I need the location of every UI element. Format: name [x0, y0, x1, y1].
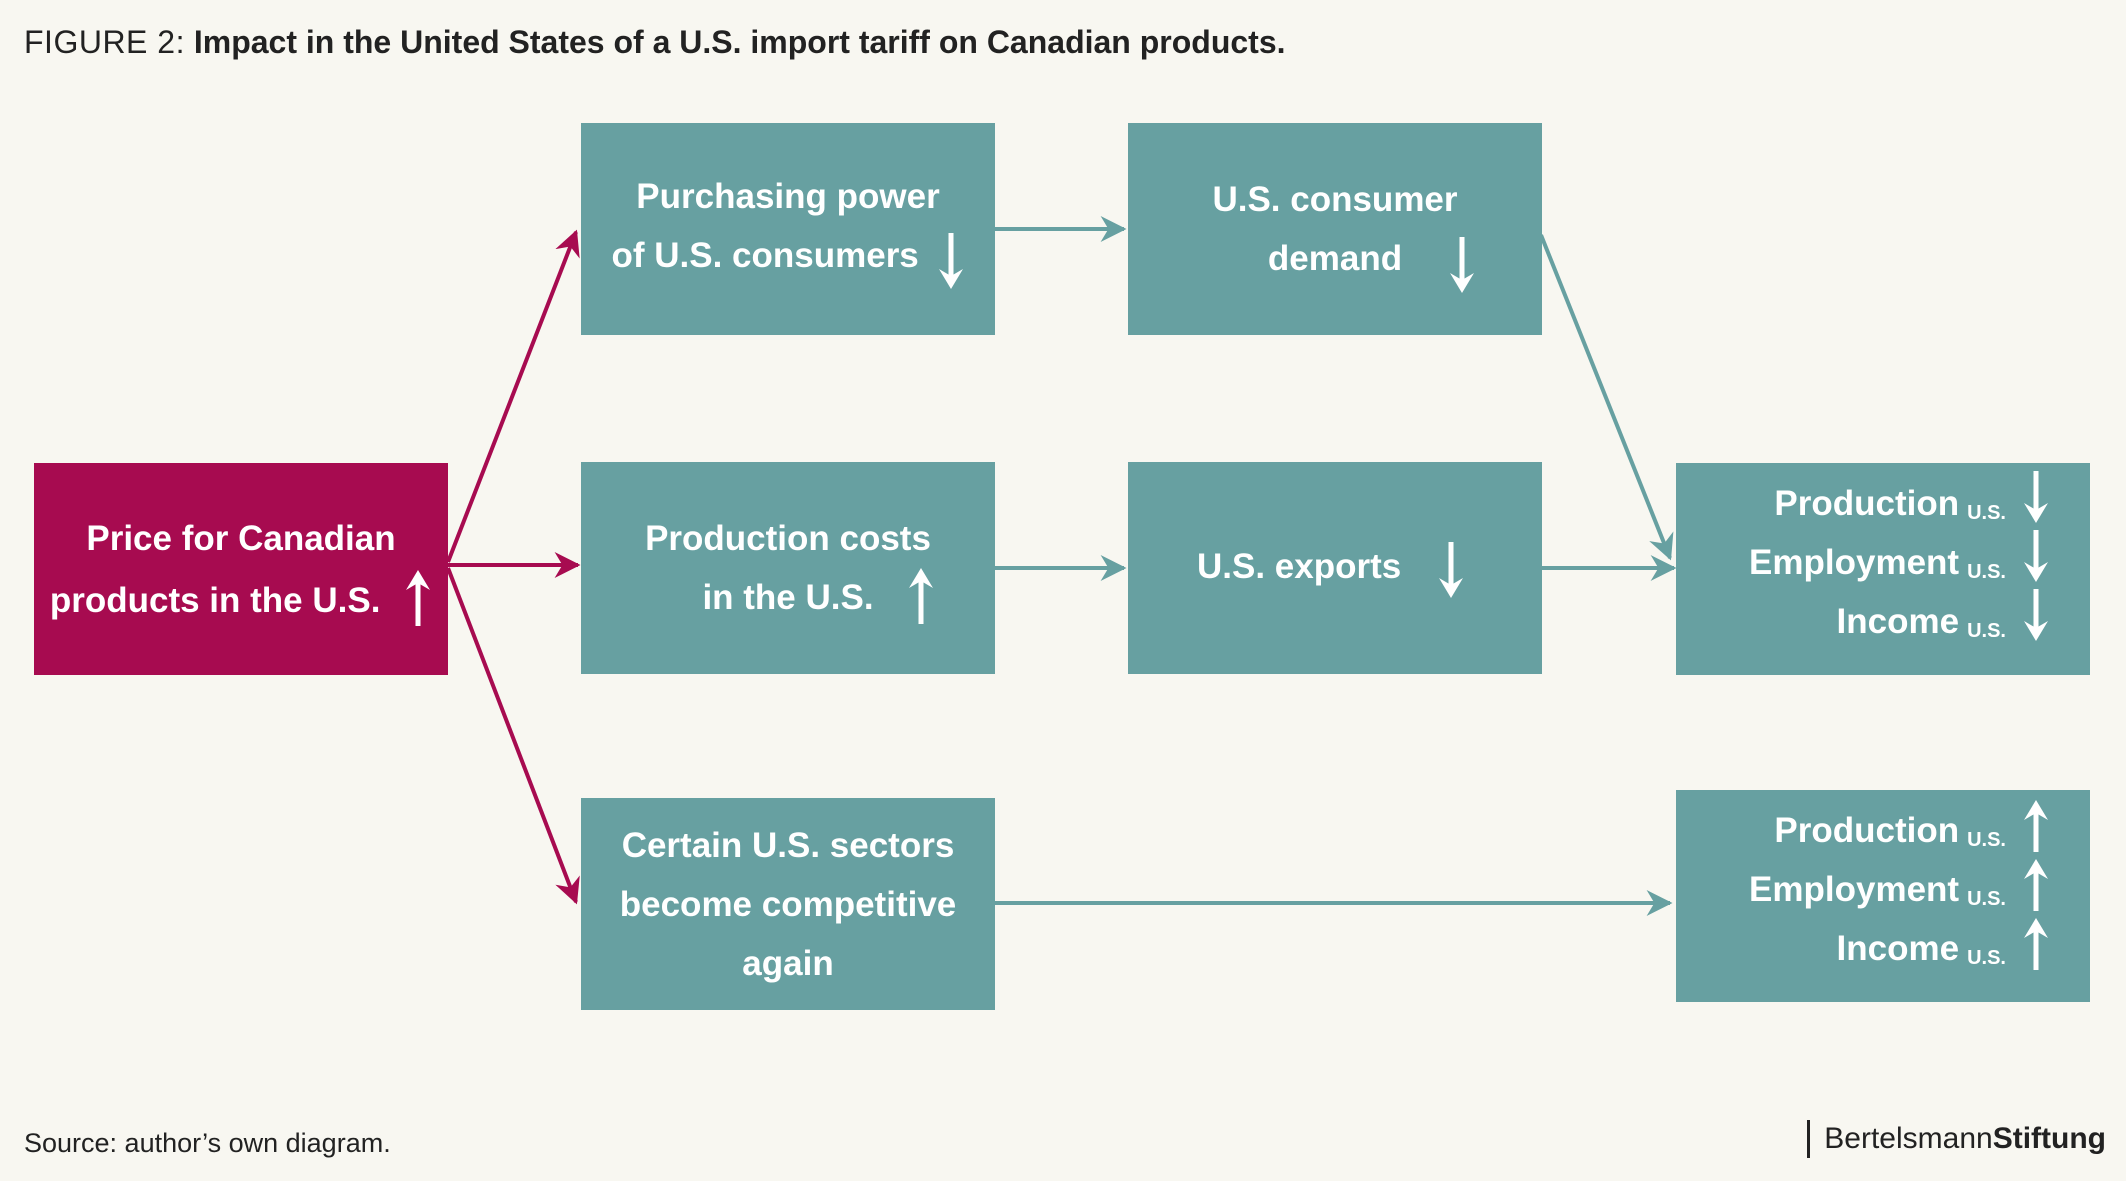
down-arrow-icon: [2024, 530, 2048, 582]
outcome-label: Employment: [1749, 543, 1960, 582]
outcome-row: Production U.S.: [1774, 471, 2050, 533]
box-sectors-line1: Certain U.S. sectors: [621, 825, 955, 865]
box-us-exports: U.S. exports: [1128, 462, 1542, 674]
box-consumer-demand: U.S. consumer demand: [1128, 123, 1542, 335]
source-note: Source: author’s own diagram.: [24, 1128, 391, 1158]
outcome-subscript: U.S.: [1967, 829, 2006, 851]
arrow-demand-to-outcome: [1539, 234, 1674, 561]
brand-name-bold: Stiftung: [1992, 1122, 2106, 1155]
up-arrow-icon: [2024, 859, 2048, 911]
outcome-subscript: U.S.: [1967, 888, 2006, 910]
outcome-label: Production: [1774, 484, 1960, 523]
box-purchasing-line1: Purchasing power: [636, 177, 940, 216]
box-price-line1: Price for Canadian: [86, 518, 396, 558]
outcome-label: Income: [1836, 929, 1960, 968]
outcome-row: Employment U.S.: [1749, 530, 2050, 592]
up-arrow-icon: [2024, 918, 2048, 970]
outcome-row: Income U.S.: [1836, 918, 2050, 978]
outcome-subscript: U.S.: [1967, 561, 2006, 583]
figure-title: FIGURE 2: Impact in the United States of…: [24, 24, 1286, 61]
box-demand-line2: demand: [1267, 239, 1403, 278]
outcome-row: Income U.S.: [1836, 589, 2050, 651]
outcome-row: Employment U.S.: [1749, 859, 2050, 919]
outcome-label: Production: [1774, 811, 1960, 850]
up-arrow-icon: [406, 569, 431, 626]
box-exports-label: U.S. exports: [1197, 546, 1402, 586]
outcome-subscript: U.S.: [1967, 947, 2006, 969]
figure-title-text: Impact in the United States of a U.S. im…: [193, 24, 1286, 60]
outcome-subscript: U.S.: [1967, 502, 2006, 524]
box-costs-line1: Production costs: [645, 519, 931, 558]
arrow-price-to-sectors: [446, 567, 580, 905]
down-arrow-icon: [938, 233, 963, 289]
up-arrow-icon: [2024, 800, 2048, 852]
box-costs-line2: in the U.S.: [702, 578, 874, 617]
box-competitive-sectors: Certain U.S. sectors become competitive …: [581, 798, 995, 1010]
box-purchasing-power: Purchasing power of U.S. consumers: [581, 123, 995, 335]
outcome-subscript: U.S.: [1967, 620, 2006, 642]
box-sectors-line2: become competitive: [619, 884, 957, 924]
box-purchasing-line2: of U.S. consumers: [611, 236, 919, 275]
box-outcome-negative: Production U.S. Employment U.S. Income U…: [1676, 463, 2090, 675]
box-sectors-line3: again: [742, 943, 834, 983]
box-outcome-positive: Production U.S. Employment U.S. Income U…: [1676, 790, 2090, 1002]
box-production-costs: Production costs in the U.S.: [581, 462, 995, 674]
brand-name-light: Bertelsmann: [1824, 1122, 1993, 1155]
down-arrow-icon: [2024, 589, 2048, 641]
down-arrow-icon: [1450, 237, 1475, 293]
outcome-label: Employment: [1749, 870, 1960, 909]
down-arrow-icon: [2024, 471, 2048, 523]
down-arrow-icon: [1438, 541, 1463, 598]
box-price-line2: products in the U.S.: [49, 580, 381, 620]
brand-logo: BertelsmannStiftung: [1807, 1120, 2106, 1158]
box-price-canadian-products: Price for Canadian products in the U.S.: [34, 463, 448, 675]
arrow-price-to-purchasing: [446, 229, 580, 563]
up-arrow-icon: [909, 568, 934, 624]
outcome-label: Income: [1836, 602, 1960, 641]
figure-label: FIGURE 2:: [24, 24, 185, 60]
outcome-row: Production U.S.: [1774, 800, 2050, 860]
box-demand-line1: U.S. consumer: [1212, 180, 1458, 219]
